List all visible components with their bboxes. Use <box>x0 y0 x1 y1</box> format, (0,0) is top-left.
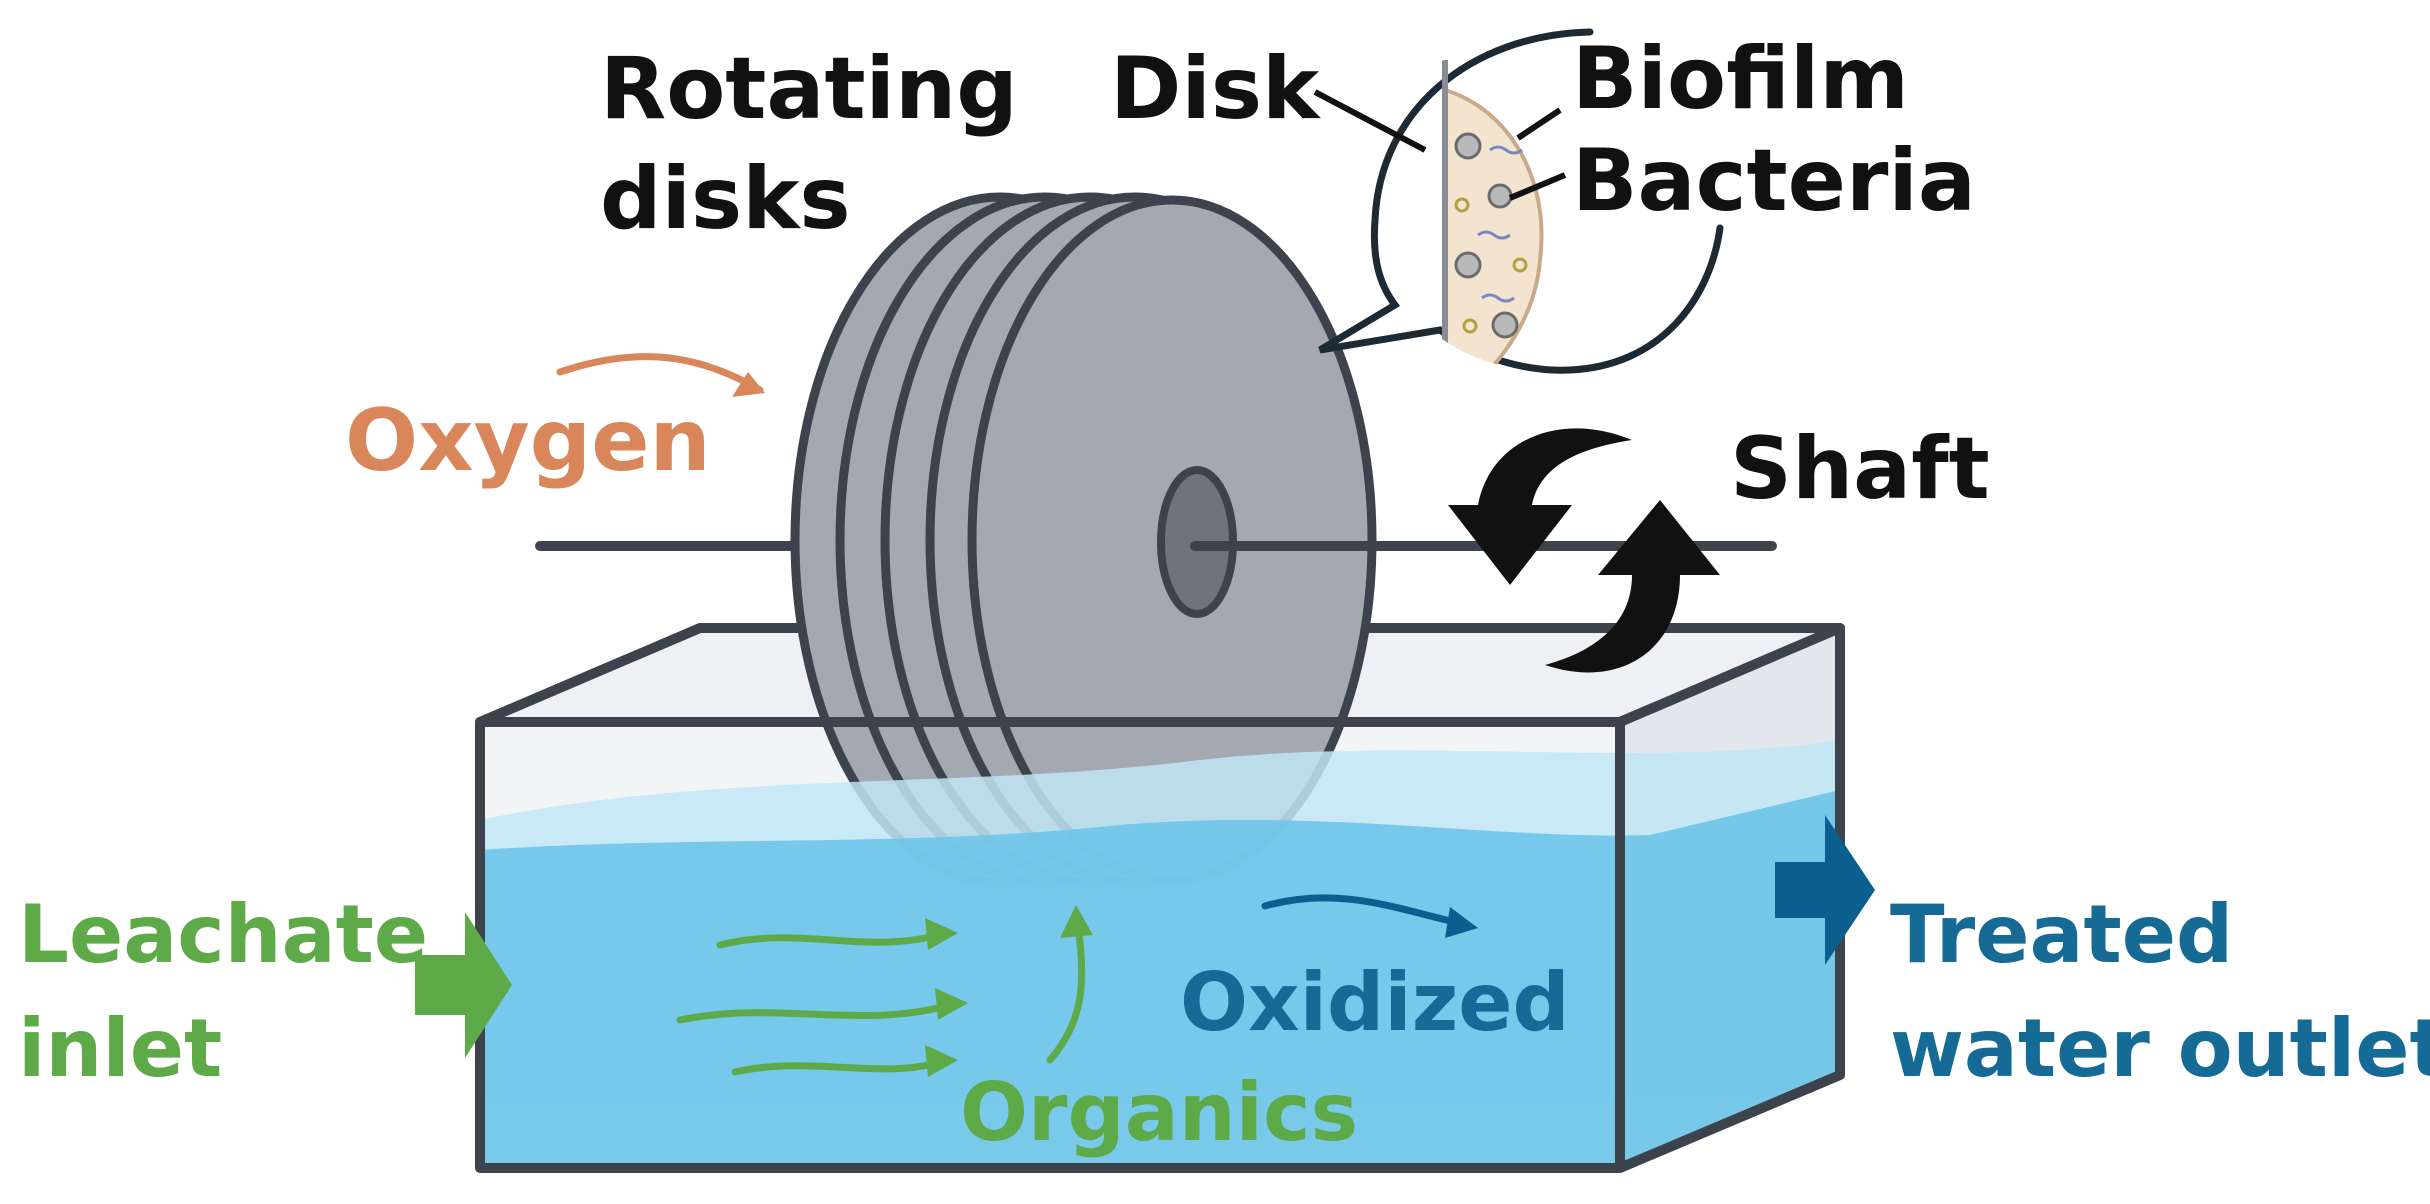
inflow-arrow-2-icon <box>676 1001 954 1024</box>
rising-arrow-icon <box>1046 921 1086 1064</box>
inflow-arrow-3-icon <box>731 1058 944 1076</box>
zoom-callout <box>1313 28 1724 374</box>
label-shaft: Shaft <box>1730 419 1990 519</box>
label-organics: Organics <box>960 1066 1358 1159</box>
label-treated: Treated <box>1890 888 2233 981</box>
label-leachate: Leachate <box>18 888 428 981</box>
rotation-arrows <box>1448 428 1720 673</box>
label-oxidized: Oxidized <box>1180 956 1570 1049</box>
oxygen-arrowhead-icon <box>732 372 765 397</box>
biofilm-leader <box>1516 107 1562 141</box>
label-inlet: inlet <box>18 1002 222 1095</box>
inflow-arrowheads <box>925 905 1093 1077</box>
label-disks: disks <box>600 149 851 249</box>
rotation-arrow-bottom-icon <box>1545 500 1720 673</box>
disk-leader <box>1313 89 1427 153</box>
water <box>480 740 1840 1168</box>
oxygen-arrow-icon <box>556 353 764 394</box>
rotating-disks <box>790 192 1377 888</box>
inlet-arrow-icon <box>415 912 512 1058</box>
label-rotating: Rotating <box>600 39 1018 139</box>
bacteria-icons <box>1454 132 1528 339</box>
label-biofilm: Biofilm <box>1572 29 1909 129</box>
label-oxygen: Oxygen <box>345 391 711 491</box>
oxidized-arrow-icon <box>1261 894 1459 926</box>
label-bacteria: Bacteria <box>1572 131 1976 231</box>
rotation-arrow-top-icon <box>1448 428 1632 585</box>
outlet-arrow-icon <box>1775 815 1875 965</box>
bacteria-leader <box>1508 172 1567 201</box>
oxidized-arrowhead-icon <box>1445 907 1478 938</box>
inflow-arrows <box>676 921 1086 1076</box>
label-disk: Disk <box>1110 39 1321 139</box>
water-body <box>480 790 1840 1168</box>
label-water-outlet: water outlet <box>1890 1002 2430 1095</box>
inflow-arrow-1-icon <box>716 931 944 949</box>
